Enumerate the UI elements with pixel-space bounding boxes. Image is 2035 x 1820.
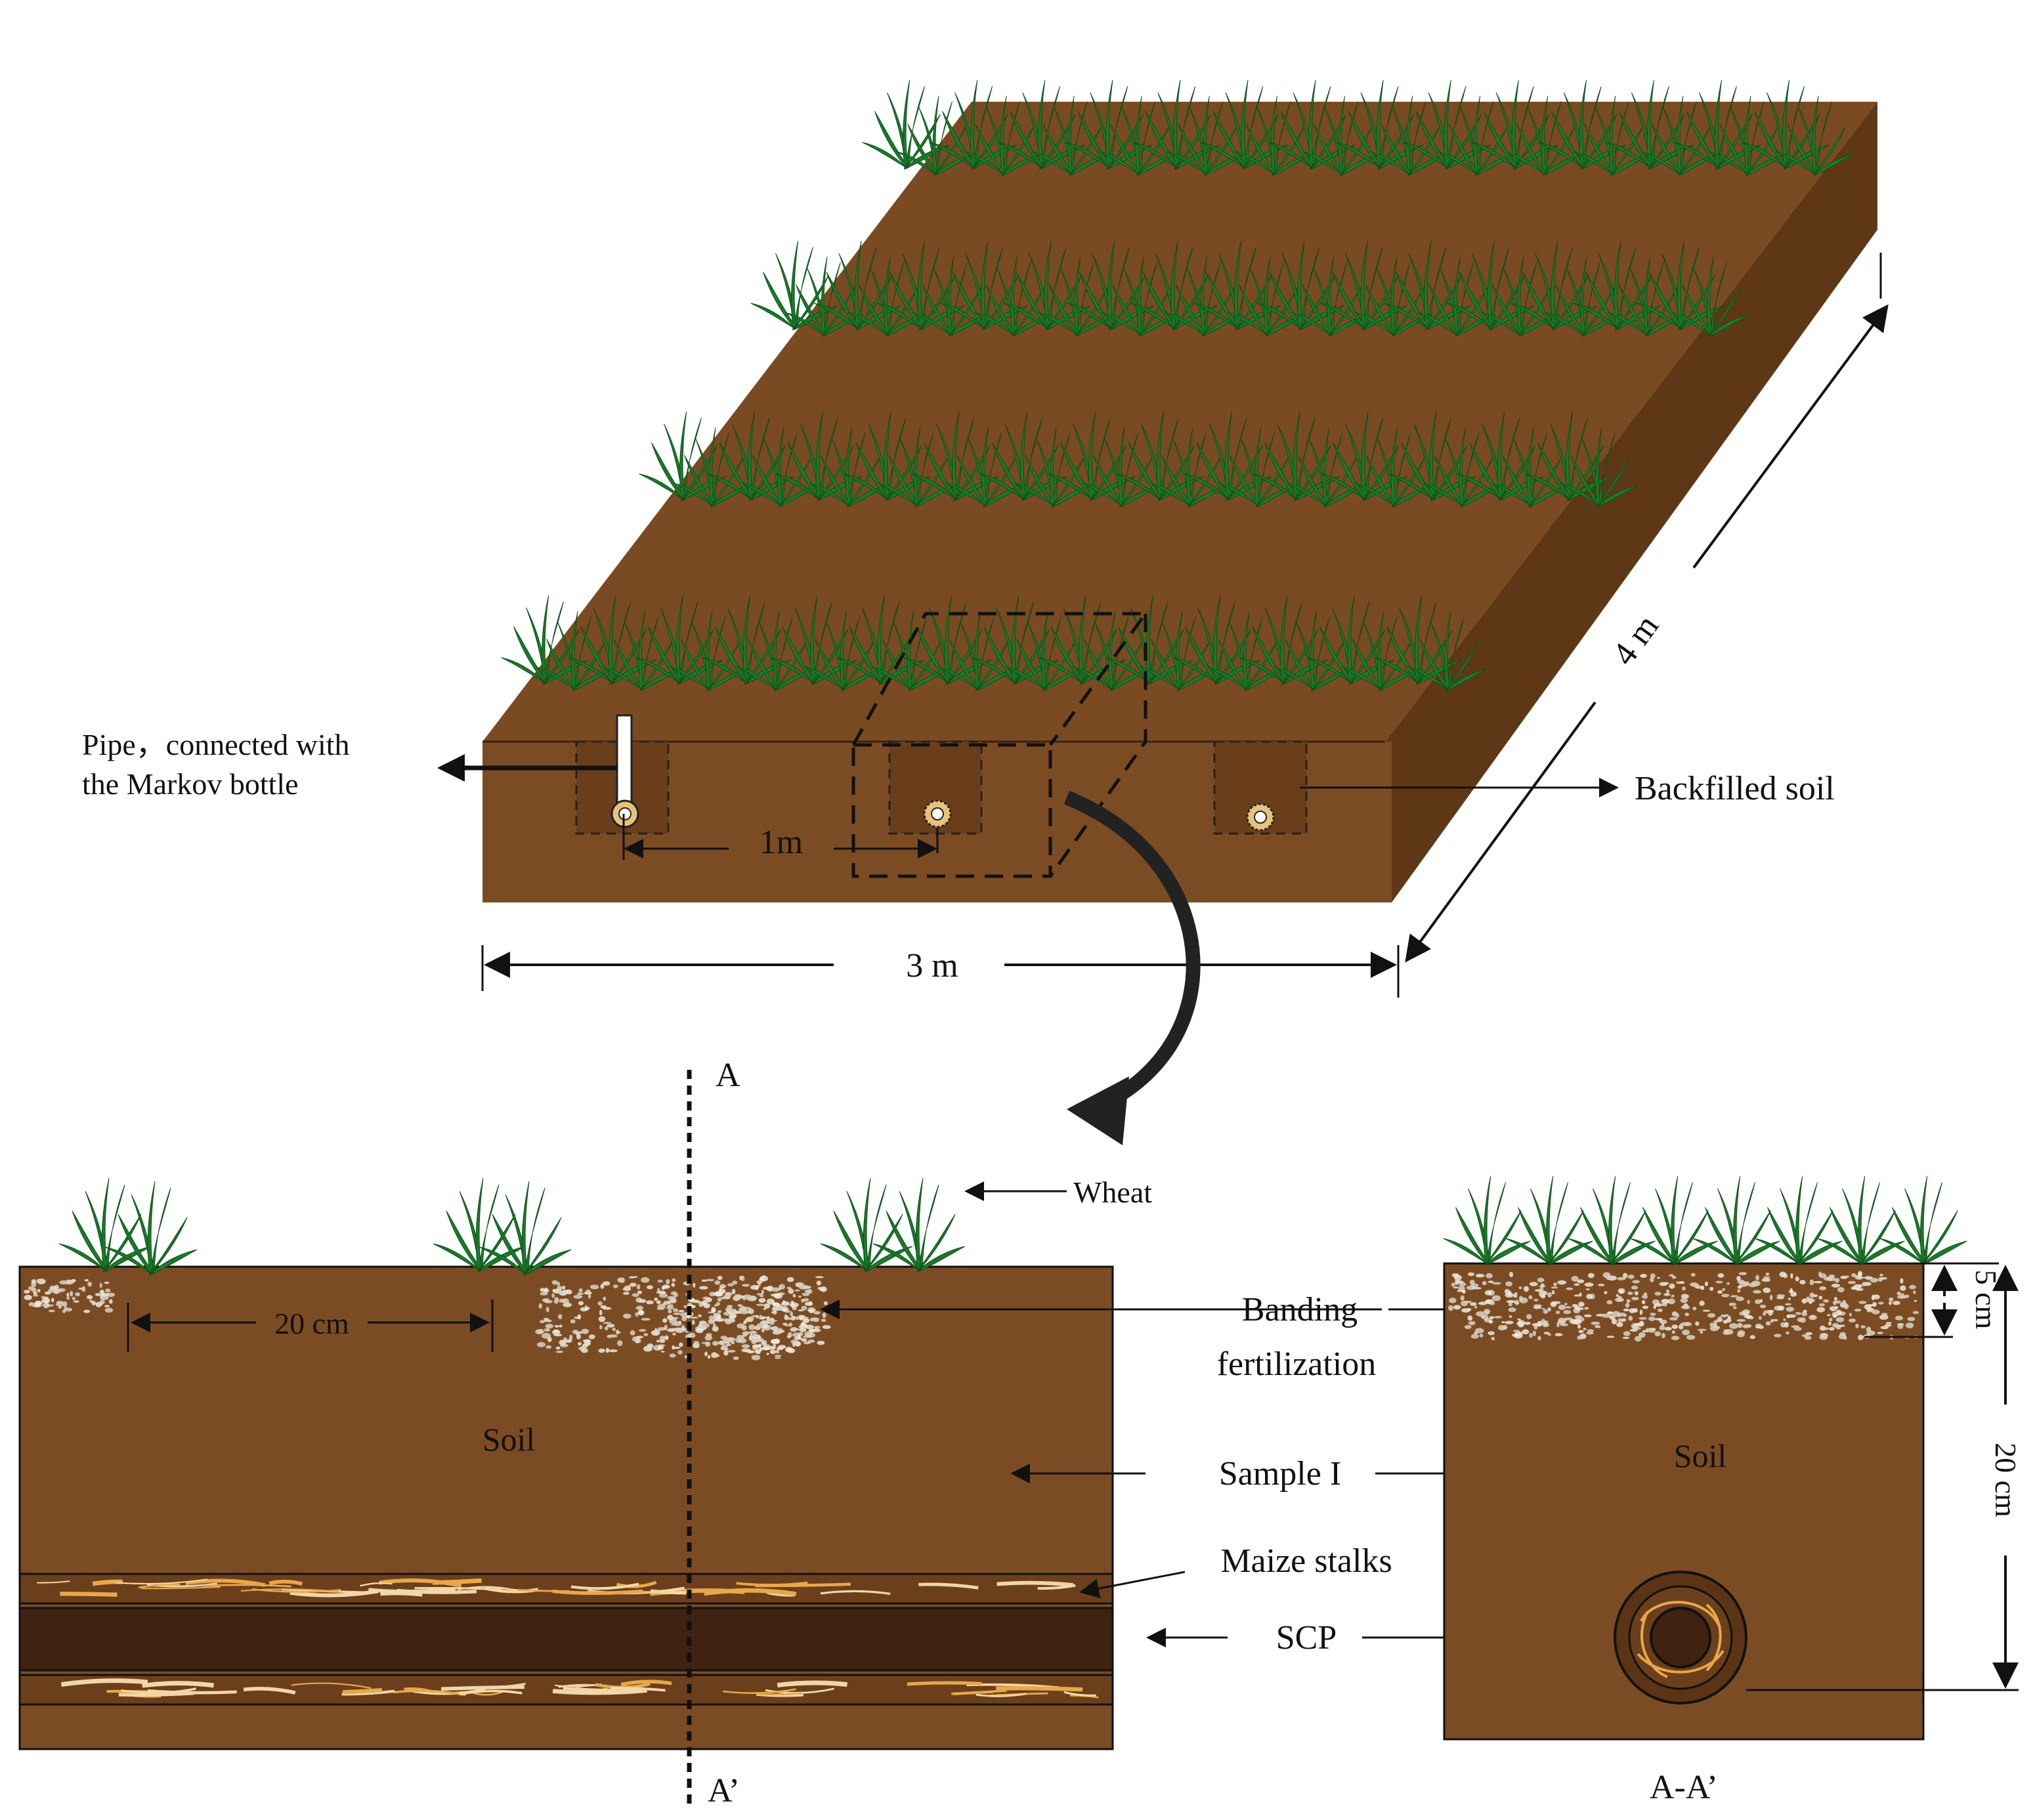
- wheat-plant-icon: [1505, 1175, 1593, 1266]
- side-banding-layer: [1448, 1271, 1919, 1342]
- backfilled-label: Backfilled soil: [1635, 770, 1835, 807]
- wheat-plant-icon: [820, 1177, 913, 1273]
- depth-total-label: 20 cm: [1989, 1443, 2023, 1517]
- wheat-plant-icon: [104, 1181, 198, 1277]
- sample-label: Sample I: [1219, 1455, 1341, 1492]
- depth-top-label: 5 cm: [1969, 1270, 2003, 1330]
- pipe-label-line1: Pipe，connected with: [82, 728, 350, 761]
- wheat-plant-icon: [568, 595, 656, 685]
- plot-3d-view: Pipe，connected with the Markov bottle 1m…: [82, 79, 1889, 1145]
- wheat-plant-icon: [1568, 1175, 1656, 1266]
- wheat-plant-icon: [911, 411, 1000, 501]
- scp-pipe-cross-section: [1614, 1571, 1747, 1704]
- wheat-plant-icon: [58, 1177, 152, 1273]
- wheat-plant-icon: [1559, 427, 1638, 508]
- cross-wheat-plants: [58, 1177, 966, 1277]
- curved-arrow-icon: [1063, 790, 1201, 1109]
- side-caption: A-A’: [1650, 1769, 1718, 1806]
- side-section-view: Soil 5 cm 20 cm A-A’: [1443, 1175, 2023, 1806]
- wheat-plant-icon: [1630, 1175, 1718, 1266]
- section-top-label: A: [716, 1057, 740, 1094]
- pipe-end-left: [610, 799, 639, 828]
- wheat-plant-icon: [1776, 95, 1854, 177]
- pipe-end-right: [1246, 803, 1275, 832]
- wheat-label: Wheat: [1073, 1175, 1152, 1209]
- banding-fertilizer-layer: [24, 1275, 831, 1361]
- cross-soil-label: Soil: [482, 1421, 536, 1458]
- banding-label-line1: Banding: [1242, 1291, 1358, 1328]
- wheat-plant-icon: [979, 411, 1067, 501]
- top-wheat-field: [501, 79, 1854, 692]
- side-wheat-plants: [1443, 1175, 1967, 1266]
- banding-label-line2: fertilization: [1217, 1345, 1377, 1383]
- pipe-end-middle: [923, 799, 952, 828]
- sample-box-outline: [851, 612, 1149, 878]
- scp-dark-layer: [18, 1607, 1114, 1672]
- scp-label: SCP: [1276, 1619, 1337, 1657]
- spacing-label: 1m: [760, 824, 803, 861]
- wheat-plant-icon: [896, 95, 975, 177]
- wheat-plant-icon: [433, 1177, 526, 1273]
- plot-side-face: [1385, 102, 1877, 902]
- width-label: 3 m: [906, 947, 958, 984]
- maize-stalk-layer-top: [18, 1573, 1114, 1605]
- wheat-plant-icon: [479, 1181, 572, 1277]
- wheat-plant-icon: [938, 610, 1017, 692]
- section-bottom-label: A’: [708, 1772, 740, 1809]
- wheat-plant-icon: [1408, 610, 1487, 692]
- maize-stalk-layer-bottom: [18, 1674, 1114, 1706]
- wheat-plant-icon: [1470, 79, 1559, 170]
- wheat-plant-icon: [872, 1177, 966, 1273]
- wheat-plant-icon: [1200, 79, 1289, 170]
- plot-top-surface: [482, 102, 1877, 742]
- side-soil-label: Soil: [1674, 1437, 1727, 1474]
- wheat-plant-icon: [1443, 1175, 1531, 1266]
- wheat-plant-icon: [1256, 240, 1345, 331]
- wheat-plant-icon: [1879, 1175, 1967, 1266]
- pipe-label-line2: the Markov bottle: [82, 767, 299, 801]
- wheat-plant-icon: [930, 79, 1018, 170]
- wheat-plant-icon: [1671, 256, 1749, 337]
- wheat-plant-icon: [843, 411, 932, 501]
- wheat-plant-icon: [1817, 1175, 1905, 1266]
- length-label: 4 m: [1605, 608, 1666, 672]
- maize-label: Maize stalks: [1220, 1542, 1392, 1580]
- wheat-plant-icon: [1228, 256, 1306, 337]
- cross-section-view: A A’ Wheat 20 cm Soil: [18, 1057, 1152, 1809]
- maize-stalk-strands: [37, 1578, 1099, 1699]
- plant-spacing-label: 20 cm: [274, 1307, 349, 1340]
- wheat-plant-icon: [1692, 1175, 1780, 1266]
- pipe-outlet-icon: [616, 714, 633, 815]
- wheat-plant-icon: [1755, 1175, 1843, 1266]
